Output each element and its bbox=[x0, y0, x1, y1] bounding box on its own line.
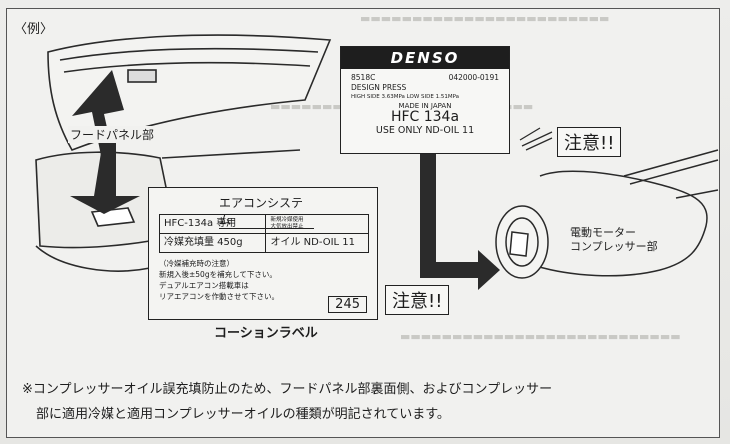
ac-label-title: エアコンシステム bbox=[219, 194, 314, 229]
ac-refrigerant-warning: 新規冷媒使用 大気放出禁止 bbox=[266, 215, 368, 233]
denso-pressure: HIGH SIDE 3.63MPa LOW SIDE 1.51MPa bbox=[351, 94, 460, 100]
ac-label-row: HFC-134a 専用 新規冷媒使用 大気放出禁止 bbox=[160, 215, 368, 234]
ac-charge-amount: 冷媒充填量 450g bbox=[160, 234, 267, 252]
bleed-through-text: ▬▬▬▬▬▬▬▬▬▬▬▬▬▬▬▬▬▬▬▬▬▬▬▬▬▬▬ bbox=[400, 330, 681, 343]
denso-oil: USE ONLY ND-OIL 11 bbox=[375, 125, 475, 136]
ac-label-number: 245 bbox=[328, 296, 367, 313]
ac-oil-type: オイル ND-OIL 11 bbox=[270, 237, 356, 248]
ac-note-line3: デュアルエアコン搭載車は bbox=[159, 281, 249, 290]
ac-note-line4: リアエアコンを作動させて下さい。 bbox=[159, 292, 279, 301]
footnote: ※コンプレッサーオイル誤充填防止のため、フードパネル部裏面側、およびコンプレッサ… bbox=[22, 377, 712, 427]
ac-label-table: HFC-134a 専用 新規冷媒使用 大気放出禁止 冷媒充填量 450g オイル… bbox=[159, 214, 369, 253]
denso-label: DENSO 8518C 042000-0191 DESIGN PRESS HIG… bbox=[340, 46, 510, 154]
denso-code-right: 042000-0191 bbox=[448, 73, 499, 82]
denso-design: DESIGN PRESS bbox=[351, 83, 407, 92]
denso-code-left: 8518C bbox=[351, 73, 376, 82]
example-label: 〈例〉 bbox=[14, 22, 54, 37]
ac-warning-line1: 新規冷媒使用 bbox=[270, 217, 304, 223]
motor-label-line2: コンプレッサー部 bbox=[570, 240, 658, 253]
hood-panel-label: フードパネル部 bbox=[68, 126, 157, 143]
arrow-to-hood-icon bbox=[72, 70, 124, 170]
ac-note-line1: （冷媒補充時の注意） bbox=[159, 259, 234, 268]
arrow-to-panel-icon bbox=[70, 134, 140, 214]
footnote-line2: 部に適用冷媒と適用コンプレッサーオイルの種類が明記されています。 bbox=[36, 407, 450, 422]
compressor-illustration bbox=[495, 149, 719, 279]
ac-label-row: 冷媒充填量 450g オイル ND-OIL 11 bbox=[160, 234, 368, 252]
footnote-line1: ※コンプレッサーオイル誤充填防止のため、フードパネル部裏面側、およびコンプレッサ… bbox=[22, 382, 553, 397]
arrow-to-motor-icon bbox=[420, 152, 500, 290]
denso-code-row: 8518C 042000-0191 bbox=[341, 69, 509, 82]
caution-tag-lower: 注意!! bbox=[385, 285, 450, 315]
ac-warning-line2: 大気放出禁止 bbox=[270, 224, 304, 230]
ac-system-label: エアコンシステム HFC-134a 専用 新規冷媒使用 大気放出禁止 冷媒充填量… bbox=[148, 187, 378, 320]
denso-brand: DENSO bbox=[341, 47, 509, 69]
denso-refrigerant: HFC 134a bbox=[390, 109, 460, 125]
motor-label-line1: 電動モーター bbox=[570, 226, 636, 239]
ac-note-line2: 新規入後±50gを補充して下さい。 bbox=[159, 270, 277, 279]
bleed-through-text: ▬▬▬▬▬▬▬▬▬▬▬▬▬▬▬▬▬▬▬▬▬▬▬▬ bbox=[360, 12, 610, 25]
motor-compressor-label: 電動モーター コンプレッサー部 bbox=[570, 226, 658, 254]
ac-refill-note: （冷媒補充時の注意） 新規入後±50gを補充して下さい。 デュアルエアコン搭載車… bbox=[159, 258, 279, 302]
caution-label-caption: コーションラベル bbox=[214, 326, 318, 341]
caution-tag-upper: 注意!! bbox=[557, 127, 622, 157]
denso-origin: MADE IN JAPAN bbox=[398, 102, 452, 110]
ac-refrigerant-type: HFC-134a 専用 bbox=[160, 215, 267, 233]
